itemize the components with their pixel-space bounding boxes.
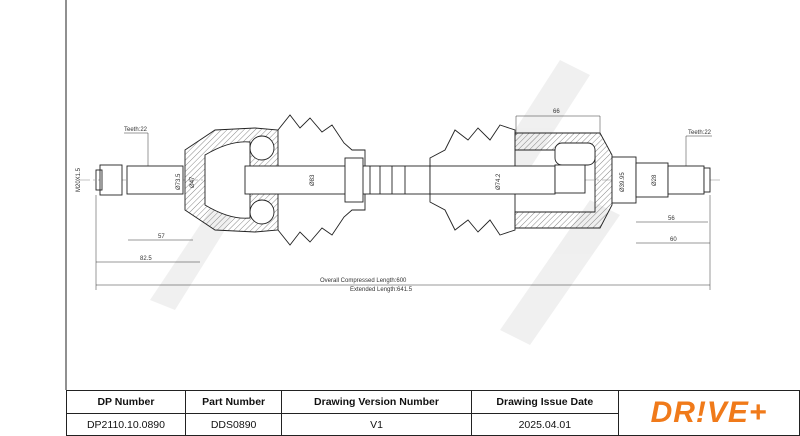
d73-label: Ø73.5 [176, 173, 182, 190]
len-56-label: 56 [668, 216, 675, 222]
header-dp-number: DP Number [66, 390, 186, 414]
len-60-label: 60 [670, 237, 677, 243]
dimension-lines [95, 115, 712, 290]
d39-label: Ø39.95 [620, 172, 626, 192]
value-dp-number: DP2110.10.0890 [66, 413, 186, 436]
header-issue-date: Drawing Issue Date [470, 390, 620, 414]
value-part-number: DDS0890 [184, 413, 283, 436]
overall-length-label: Overall Compressed Length:600 [320, 278, 407, 284]
len-82-5-label: 82.5 [140, 256, 152, 262]
drive-shaft-drawing: Teeth:22 Teeth:22 M20X1.5 Ø73.5 Ø47 Ø83 … [65, 0, 720, 390]
value-drawing-version: V1 [281, 413, 472, 436]
header-drawing-version: Drawing Version Number [281, 390, 472, 414]
thread-label: M20X1.5 [76, 167, 82, 192]
len-66-label: 66 [553, 109, 560, 115]
value-issue-date: 2025.04.01 [470, 413, 620, 436]
dimension-labels: Teeth:22 Teeth:22 M20X1.5 Ø73.5 Ø47 Ø83 … [76, 109, 712, 293]
d83-label: Ø83 [310, 174, 316, 186]
title-block: DP Number Part Number Drawing Version Nu… [66, 390, 800, 436]
teeth-right-label: Teeth:22 [688, 130, 712, 136]
d47-label: Ø47 [190, 176, 196, 188]
shaft-outline [95, 114, 711, 246]
teeth-left-label: Teeth:22 [124, 127, 148, 133]
header-part-number: Part Number [184, 390, 283, 414]
brand-logo: DR!VE+ [618, 390, 800, 436]
extended-length-label: Extended Length:641.5 [350, 287, 413, 293]
d28-label: Ø28 [652, 174, 658, 186]
d74-label: Ø74.2 [496, 173, 502, 190]
len-57-label: 57 [158, 234, 165, 240]
